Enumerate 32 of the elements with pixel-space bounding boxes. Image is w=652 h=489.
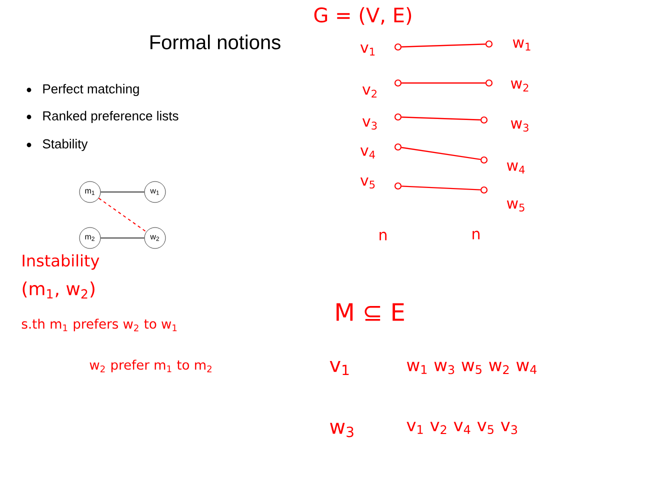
bullet-item: Stability: [26, 138, 88, 152]
vertex-label: w$_{2}$: [510, 80, 528, 92]
vertex-label: v$_{1}$: [360, 44, 375, 56]
handwritten-note: Instability: [22, 254, 100, 270]
handwritten-note: w$_{2}$ prefer m$_{1}$ to m$_{2}$: [90, 360, 212, 372]
handwritten-note: v$_{1}$ v$_{2}$ v$_{4}$ v$_{5}$ v$_{3}$: [406, 422, 518, 434]
handwritten-note: v$_{1}$: [330, 360, 349, 376]
handwritten-note: M ⊆ E: [336, 303, 404, 321]
edge-line: [402, 44, 486, 48]
slide-title: Formal notions: [150, 34, 280, 50]
edge-line: [98, 198, 147, 232]
vertex-label: v$_{2}$: [362, 86, 376, 98]
vertex-label: w$_{5}$: [506, 200, 524, 212]
vertex-label: w$_{3}$: [510, 120, 528, 132]
handwritten-note: n: [472, 230, 480, 240]
handwritten-note: w$_{1}$ w$_{3}$ w$_{5}$ w$_{2}$ w$_{4}$: [406, 362, 537, 374]
vertex-label: w$_{1}$: [512, 40, 530, 50]
edge-line: [402, 82, 486, 84]
edge-line: [402, 186, 480, 190]
bullet-item: Ranked preference lists: [26, 110, 178, 124]
vertex-label: v$_{3}$: [362, 118, 377, 130]
handwritten-note: G = (V, E): [314, 7, 412, 25]
edge-line: [402, 116, 480, 120]
vertex-label: w$_{4}$: [506, 162, 525, 174]
vertex-label: v$_{4}$: [360, 148, 375, 158]
handwritten-note: s.th m$_{1}$ prefers w$_{2}$ to w$_{1}$: [22, 318, 177, 332]
handwritten-note: n: [380, 232, 386, 240]
handwritten-note: w$_{3}$: [330, 422, 354, 438]
vertex-label: v$_{5}$: [360, 177, 375, 189]
edge-line: [401, 146, 481, 160]
bullet-item: Perfect matching: [26, 84, 139, 96]
handwritten-note: (m$_{1}$, w$_{2}$): [22, 281, 94, 299]
